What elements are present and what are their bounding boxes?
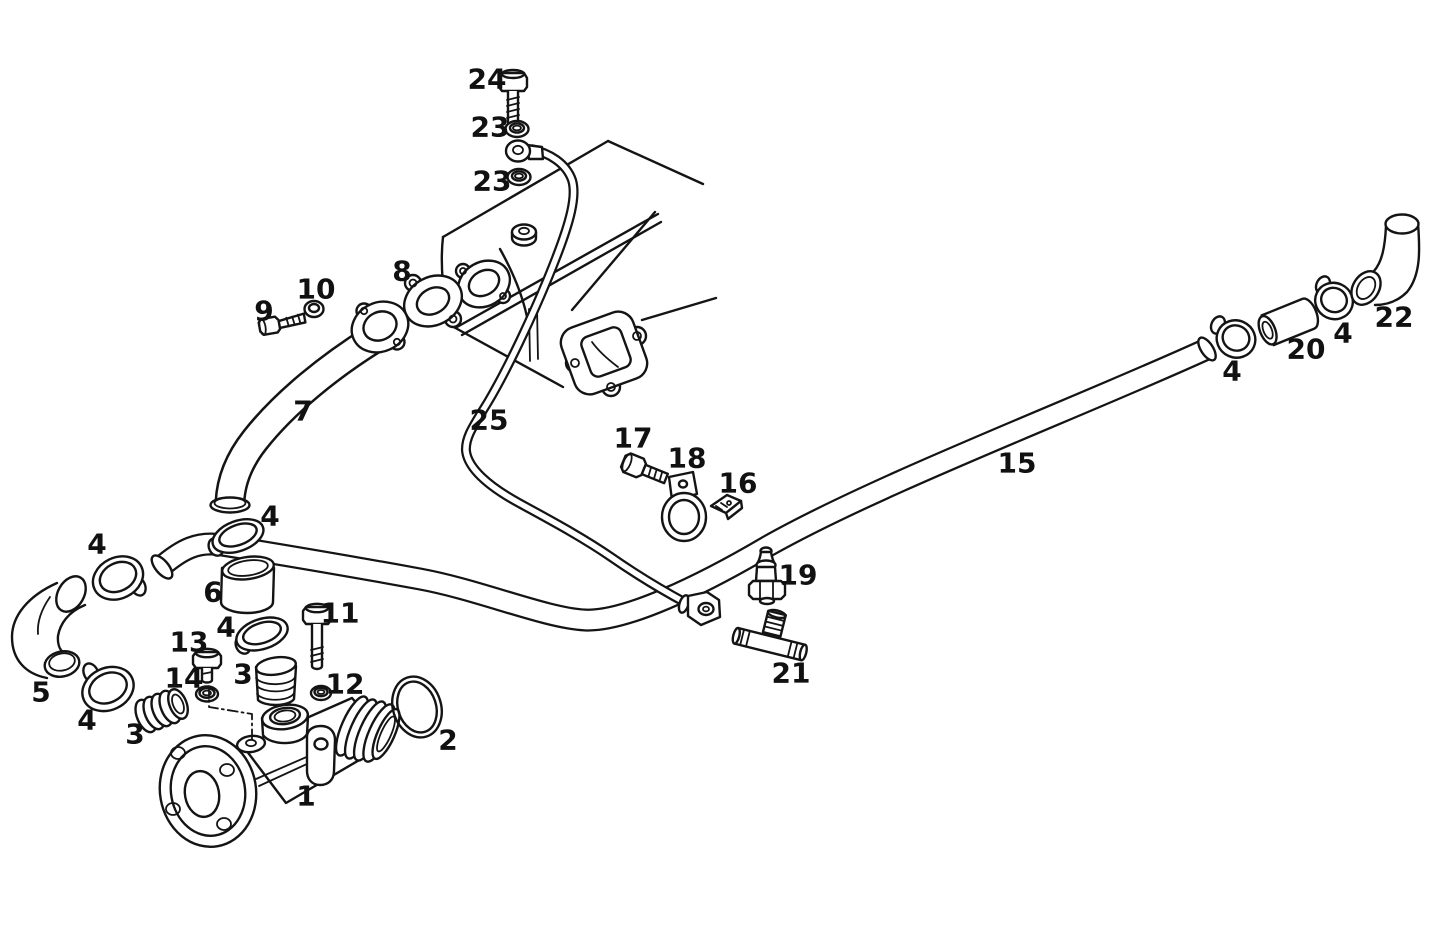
part-label-19-30: 19 (779, 559, 818, 592)
bolt-11 (301, 602, 333, 671)
o-ring-2 (391, 675, 443, 739)
part-label-4-16: 4 (260, 500, 279, 533)
part-label-15-11: 15 (998, 447, 1037, 480)
washer-14 (194, 685, 220, 703)
housing-flange (158, 734, 258, 848)
bolt-9 (257, 312, 307, 337)
ribbed-sleeve-3-mid (254, 655, 298, 707)
block-top-boss (510, 223, 538, 247)
part-label-5-25: 5 (31, 676, 50, 709)
hose-clamp-4-left-bottom (81, 662, 135, 713)
part-label-8-3: 8 (392, 255, 411, 288)
housing-top-port (260, 703, 310, 745)
part-label-20-13: 20 (1287, 333, 1326, 366)
housing-bracket (305, 724, 337, 787)
part-label-1-29: 1 (296, 780, 315, 813)
connector-19 (747, 546, 787, 606)
part-label-14-21: 14 (165, 662, 204, 695)
part-label-21-31: 21 (772, 657, 811, 690)
part-label-13-20: 13 (170, 626, 209, 659)
hose-clamp-4-junction-mid (234, 616, 289, 655)
part-label-2-28: 2 (438, 724, 457, 757)
block-side-port (454, 259, 512, 309)
gasket-8 (403, 273, 463, 329)
part-label-4-12: 4 (1222, 355, 1241, 388)
banjo-bolt-group (497, 68, 545, 187)
hose-clamp-4-right-1 (1209, 315, 1257, 359)
hose-clamp-4-right-2 (1313, 275, 1355, 321)
hose-clamp-4-left-top (91, 555, 147, 601)
part-label-23-1: 23 (471, 111, 510, 144)
part-label-4-14: 4 (1333, 317, 1352, 350)
bracket-16 (709, 493, 744, 521)
part-label-3-27: 3 (125, 718, 144, 751)
block-manifold-flange (559, 310, 649, 398)
hose5-top-end (55, 575, 87, 613)
elbow-hose-5 (10, 575, 87, 680)
part-label-23-2: 23 (473, 165, 512, 198)
ribbed-sleeve-3-left (134, 688, 189, 734)
part-label-16-10: 16 (719, 467, 758, 500)
pipe15-right-end (1197, 336, 1217, 362)
washer-10 (303, 299, 325, 319)
pipe7-flange (350, 300, 410, 354)
part-label-10-4: 10 (297, 273, 336, 306)
part-label-7-6: 7 (293, 395, 312, 428)
part-label-9-5: 9 (254, 295, 273, 328)
assembly-axis-line (208, 685, 253, 741)
breather-pipe-25 (460, 144, 722, 627)
housing-bolt-boss (235, 734, 267, 754)
pipe-clamp-18 (660, 470, 708, 543)
pipe25-union-nut (677, 590, 722, 627)
part-label-4-19: 4 (216, 611, 235, 644)
bolt-17 (619, 452, 670, 485)
part-label-18-9: 18 (668, 442, 707, 475)
part-label-3-22: 3 (233, 658, 252, 691)
part-label-12-24: 12 (326, 668, 365, 701)
part-label-4-17: 4 (87, 528, 106, 561)
part-label-25-7: 25 (470, 404, 509, 437)
sleeve-20 (1257, 297, 1320, 347)
housing-1 (158, 695, 401, 848)
screw-plug-13 (191, 647, 223, 684)
part-label-17-8: 17 (614, 422, 653, 455)
part-label-24-0: 24 (468, 63, 507, 96)
hose22-top-end (1384, 213, 1420, 235)
washer-12 (309, 684, 333, 702)
elbow-hose-22 (1350, 213, 1421, 307)
engine-block (440, 139, 718, 398)
sleeve-6 (219, 555, 276, 615)
banjo-fitting (504, 139, 545, 163)
part-label-6-18: 6 (203, 576, 222, 609)
part-label-22-15: 22 (1375, 301, 1414, 334)
long-water-pipe-15 (150, 336, 1217, 632)
hose-clamp-4-junction-top (207, 518, 265, 557)
part-label-11-23: 11 (321, 597, 360, 630)
pipe15-open-end (150, 554, 174, 580)
part-label-4-26: 4 (77, 704, 96, 737)
tee-fitting-21 (731, 608, 808, 662)
washer-23-upper (504, 119, 530, 139)
water-pipe-7 (209, 300, 410, 514)
washer-23-lower (506, 167, 532, 187)
